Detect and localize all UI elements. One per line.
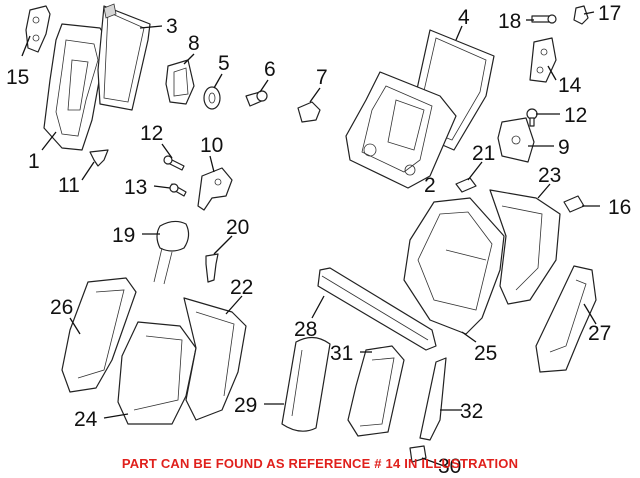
part-11-push-clip (89, 149, 109, 167)
part-20-guide (205, 253, 219, 283)
callout-31: 31 (330, 342, 353, 365)
callout-11: 11 (58, 174, 80, 197)
callout-20: 20 (226, 216, 249, 239)
callout-12a: 12 (140, 122, 163, 145)
part-17-hook (573, 5, 589, 25)
callout-6: 6 (264, 58, 276, 81)
callout-24: 24 (74, 408, 98, 431)
part-6-bolt (245, 90, 268, 107)
part-3-panel (97, 3, 151, 111)
callout-16: 16 (608, 196, 631, 219)
callout-labels: 1 2 3 4 5 6 7 8 9 10 11 12 12 13 14 15 1… (6, 2, 631, 478)
callout-7: 7 (316, 66, 328, 89)
reference-note: PART CAN BE FOUND AS REFERENCE # 14 IN I… (121, 456, 519, 471)
callout-26: 26 (50, 296, 73, 319)
part-32-strip (419, 357, 447, 441)
callout-13: 13 (124, 176, 147, 199)
part-15-bracket (25, 5, 51, 53)
part-10-hinge (197, 167, 233, 211)
callout-23: 23 (538, 164, 561, 187)
callout-18: 18 (498, 10, 521, 33)
callout-4: 4 (458, 6, 470, 29)
part-13-screw (169, 183, 187, 197)
callout-32: 32 (460, 400, 483, 423)
part-7-clip (297, 101, 321, 123)
part-19-headrest (153, 220, 190, 285)
callout-22: 22 (230, 276, 253, 299)
part-16-cap (563, 195, 585, 213)
callout-27: 27 (588, 322, 611, 345)
callout-5: 5 (218, 52, 230, 75)
part-5-washer (203, 86, 221, 110)
part-21-cap (455, 177, 477, 193)
callout-3: 3 (166, 15, 178, 38)
callout-17: 17 (598, 2, 621, 25)
part-31-housing (347, 345, 405, 437)
callout-30: 30 (438, 455, 461, 478)
callout-2: 2 (424, 174, 436, 197)
callout-8: 8 (188, 32, 200, 55)
callout-12b: 12 (564, 104, 587, 127)
callout-25: 25 (474, 342, 497, 365)
callout-15: 15 (6, 66, 29, 89)
part-9-plate (497, 117, 535, 163)
leader-lines (21, 11, 600, 467)
part-25-backrest-cover (403, 197, 505, 335)
callout-10: 10 (200, 134, 223, 157)
callout-21: 21 (472, 142, 495, 165)
callout-1: 1 (28, 150, 40, 173)
part-24-cushion (117, 321, 197, 425)
part-12-screw-right (526, 108, 538, 127)
callout-19: 19 (112, 224, 135, 247)
callout-14: 14 (558, 74, 582, 97)
part-29-armrest (281, 336, 331, 432)
callout-28: 28 (294, 318, 317, 341)
part-12-screw-left (163, 155, 185, 171)
part-26-side-bolster (61, 277, 137, 393)
part-27-side-trim (535, 265, 597, 373)
part-28-rail (317, 267, 437, 351)
callout-29: 29 (234, 394, 257, 417)
part-14-bracket (529, 37, 557, 83)
part-22-back-section (183, 297, 247, 421)
part-8-bracket (165, 59, 195, 105)
part-2-back-frame (345, 71, 457, 189)
part-18-bolt (531, 14, 557, 24)
part-23-backrest-cover (489, 189, 561, 305)
callout-9: 9 (558, 136, 570, 159)
